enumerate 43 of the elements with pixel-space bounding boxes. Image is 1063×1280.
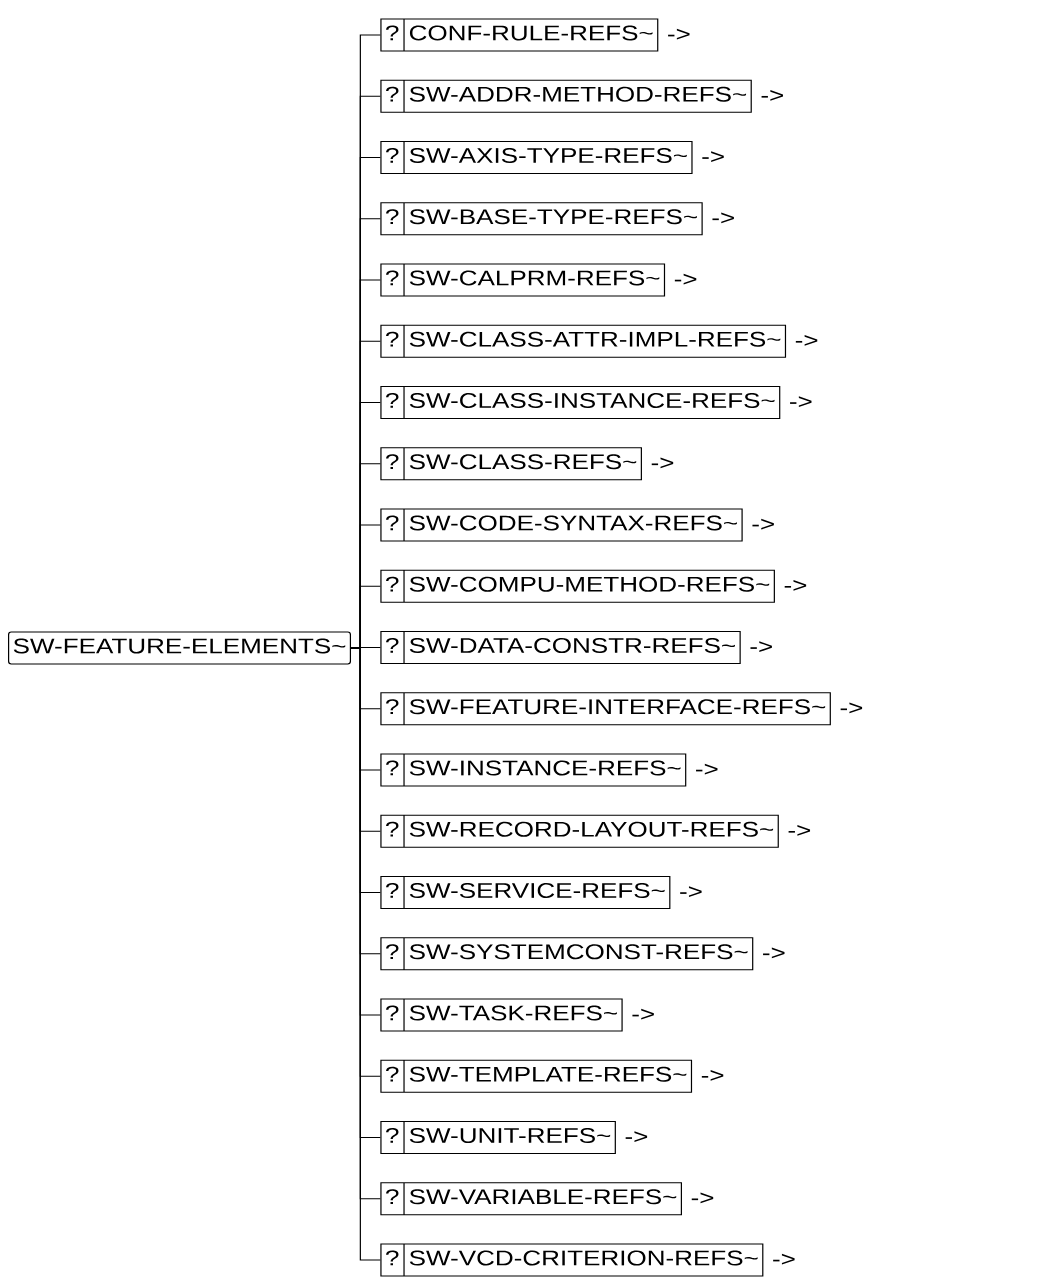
element-box: ? SW-AXIS-TYPE-REFS~ — [380, 140, 693, 175]
element-box: ? SW-TASK-REFS~ — [380, 998, 623, 1032]
relation-marker: -> — [632, 1008, 654, 1020]
element-box: SW-FEATURE-ELEMENTS~ — [8, 631, 351, 665]
element-box: ? SW-COMPU-METHOD-REFS~ — [380, 569, 775, 603]
relation-marker: -> — [712, 212, 734, 224]
relation-marker: -> — [761, 90, 783, 101]
element-box: ? SW-ADDR-METHOD-REFS~ — [380, 79, 752, 113]
element-box: ? SW-CLASS-REFS~ — [380, 447, 642, 481]
element-box: ? SW-CLASS-INSTANCE-REFS~ — [380, 385, 781, 420]
relation-marker: -> — [752, 518, 774, 530]
relation-marker: -> — [763, 947, 785, 959]
element-box: ? SW-VCD-CRITERION-REFS~ — [380, 1243, 764, 1277]
relation-marker: -> — [701, 1070, 724, 1081]
relation-marker: -> — [691, 1192, 714, 1204]
element-box: ? SW-FEATURE-INTERFACE-REFS~ — [380, 692, 831, 726]
relation-marker: -> — [674, 273, 697, 285]
relation-marker: -> — [651, 457, 674, 469]
relation-marker: -> — [790, 396, 812, 408]
element-box: ? SW-BASE-TYPE-REFS~ — [380, 202, 703, 236]
element-box: ? SW-SERVICE-REFS~ — [380, 875, 671, 910]
element-box: ? SW-UNIT-REFS~ — [380, 1120, 616, 1155]
element-box: ? SW-VARIABLE-REFS~ — [380, 1182, 682, 1216]
element-box: ? SW-SYSTEMCONST-REFS~ — [380, 937, 754, 971]
element-box: ? SW-CLASS-ATTR-IMPL-REFS~ — [380, 324, 787, 358]
element-box: ? SW-CALPRM-REFS~ — [380, 263, 666, 297]
relation-marker: -> — [773, 1253, 795, 1265]
element-box: ? SW-RECORD-LAYOUT-REFS~ — [380, 814, 779, 848]
relation-marker: -> — [680, 886, 702, 898]
element-box: ? SW-CODE-SYNTAX-REFS~ — [380, 508, 743, 542]
relation-marker: -> — [784, 580, 807, 591]
relation-marker: -> — [668, 28, 690, 40]
relation-marker: -> — [702, 151, 724, 163]
relation-marker: -> — [750, 641, 772, 653]
element-box: ? SW-INSTANCE-REFS~ — [380, 753, 687, 787]
element-box: ? SW-TEMPLATE-REFS~ — [380, 1059, 693, 1093]
relation-marker: -> — [696, 763, 718, 775]
element-box: ? CONF-RULE-REFS~ — [380, 18, 659, 52]
relation-marker: -> — [788, 825, 811, 836]
relation-marker: -> — [840, 702, 863, 714]
element-box: ? SW-DATA-CONSTR-REFS~ — [380, 630, 741, 665]
relation-marker: -> — [795, 335, 818, 346]
relation-marker: -> — [625, 1131, 648, 1143]
